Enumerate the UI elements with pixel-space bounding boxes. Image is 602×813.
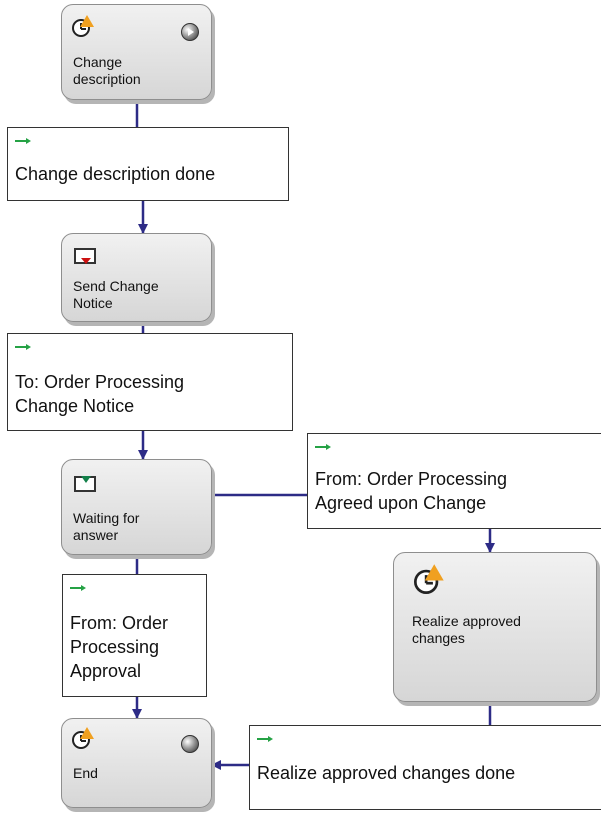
node-label: Change description [73,54,141,87]
arrow-right-icon [15,344,32,350]
transition-label: From: Order Processing Approval [70,613,169,681]
receive-message-icon [74,476,96,492]
task-clock-icon [414,564,444,597]
transition-from-order-processing-approval[interactable]: From: Order Processing Approval [62,574,207,697]
node-realize-approved-changes[interactable]: Realize approved changes [393,552,597,702]
transition-realize-approved-changes-done[interactable]: Realize approved changes done [249,725,601,810]
transition-change-description-done[interactable]: Change description done [7,127,289,201]
task-clock-icon [72,15,94,39]
node-send-change-notice[interactable]: Send Change Notice [61,233,212,322]
transition-to-order-processing[interactable]: To: Order Processing Change Notice [7,333,293,431]
node-waiting-for-answer[interactable]: Waiting for answer [61,459,212,555]
node-label: Send Change Notice [73,278,159,311]
node-label: Realize approved changes [412,613,521,646]
arrow-right-icon [70,585,87,591]
arrow-right-icon [257,736,274,742]
task-clock-icon [72,727,94,751]
transition-label: Realize approved changes done [257,763,516,783]
send-message-icon [74,248,96,264]
node-change-description[interactable]: Change description [61,4,212,100]
arrow-right-icon [315,444,332,450]
play-status-icon [181,23,199,41]
transition-label: To: Order Processing Change Notice [15,372,185,416]
node-label: End [73,765,98,781]
node-end[interactable]: End [61,718,212,808]
arrow-right-icon [15,138,32,144]
transition-from-order-processing-agreed[interactable]: From: Order Processing Agreed upon Chang… [307,433,601,529]
node-label: Waiting for answer [73,510,140,543]
transition-label: Change description done [15,164,216,184]
transition-label: From: Order Processing Agreed upon Chang… [315,469,508,513]
end-status-icon [181,735,199,753]
